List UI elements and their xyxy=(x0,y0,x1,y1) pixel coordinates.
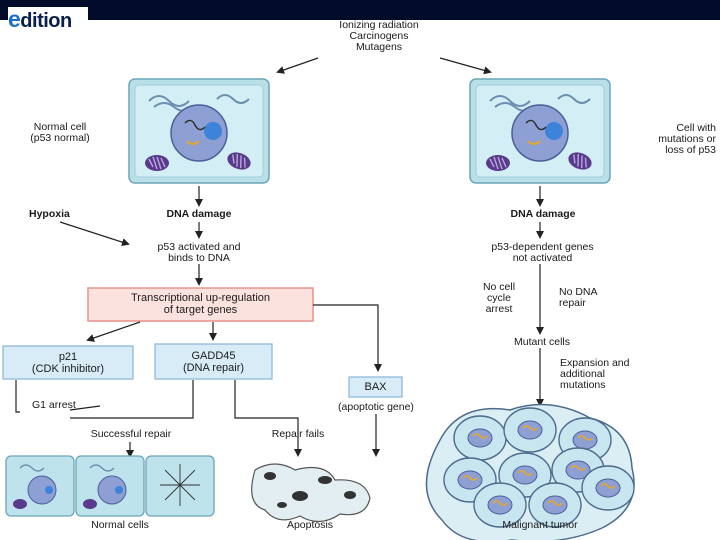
no-repair-line-2: repair xyxy=(559,297,586,309)
p21-line-2: (CDK inhibitor) xyxy=(31,363,105,375)
expansion-line-1: Expansion and xyxy=(560,357,630,369)
expansion-line-3: mutations xyxy=(560,379,606,391)
mutant-cell-line-3: loss of p53 xyxy=(665,144,716,156)
gadd45-line-1: GADD45 xyxy=(191,350,236,362)
logo-text: dition xyxy=(20,10,72,32)
p53-dependent-line-2: not activated xyxy=(512,252,573,264)
no-repair-label: No DNA repair xyxy=(559,287,598,309)
transcription-box xyxy=(87,287,314,322)
agents-line-2: Carcinogens xyxy=(349,30,409,42)
normal-cell-label: Normal cell (p53 normal) xyxy=(18,122,102,144)
p21-text: p21 (CDK inhibitor) xyxy=(3,351,133,375)
arrow-agents-mutant xyxy=(439,57,492,75)
line-gadd45-merge xyxy=(70,380,194,419)
apoptosis-label: Apoptosis xyxy=(286,519,334,531)
repair-fails-label: Repair fails xyxy=(271,428,325,440)
agents-label: Ionizing radiation Carcinogens Mutagens xyxy=(318,20,440,53)
arrow-to-p21 xyxy=(86,321,141,342)
mutant-cells-label: Mutant cells xyxy=(513,336,571,348)
g1-arrest-label: G1 arrest xyxy=(32,399,76,411)
arrow-repair-fails xyxy=(234,380,302,457)
dna-damage-left-label: DNA damage xyxy=(166,208,232,220)
malignant-tumor-illustration xyxy=(425,403,635,540)
line-g1-continue xyxy=(69,405,101,411)
gadd45-line-2: (DNA repair) xyxy=(182,362,245,374)
no-arrest-line-3: arrest xyxy=(485,303,513,315)
normal-cell-2 xyxy=(75,455,145,517)
transcription-line-2: of target genes xyxy=(163,304,238,316)
transcription-text: Transcriptional up-regulation of target … xyxy=(88,292,313,316)
normal-cell-line-2: (p53 normal) xyxy=(30,132,90,144)
mutant-cell-illustration xyxy=(470,79,610,183)
p53-dependent-line-1: p53-dependent genes xyxy=(491,241,594,253)
bax-sub-label: (apoptotic gene) xyxy=(338,401,414,413)
bax-box xyxy=(348,376,403,398)
dividing-cell xyxy=(145,455,215,517)
agents-line-1: Ionizing radiation xyxy=(339,19,419,31)
agents-line-3: Mutagens xyxy=(355,41,403,53)
p53-activated-line-2: binds to DNA xyxy=(168,252,230,264)
arrow-agents-normal xyxy=(276,57,319,74)
successful-repair-label: Successful repair xyxy=(90,428,172,440)
mutant-cell-label: Cell with mutations or loss of p53 xyxy=(628,123,716,156)
p53-activated-line-1: p53 activated and xyxy=(157,241,241,253)
malignant-tumor-label: Malignant tumor xyxy=(502,519,578,531)
expansion-line-2: additional xyxy=(560,368,605,380)
gadd45-text: GADD45 (DNA repair) xyxy=(155,350,272,374)
no-arrest-line-2: cycle xyxy=(487,292,511,304)
expansion-label: Expansion and additional mutations xyxy=(560,358,629,391)
no-arrest-label: No cell cycle arrest xyxy=(472,282,526,315)
hypoxia-label: Hypoxia xyxy=(29,208,70,220)
transcription-line-1: Transcriptional up-regulation xyxy=(131,292,270,304)
normal-cell-line-1: Normal cell xyxy=(33,121,87,133)
edition-logo: edition xyxy=(8,7,88,32)
no-repair-line-1: No DNA xyxy=(559,286,598,298)
no-arrest-line-1: No cell xyxy=(482,281,516,293)
p53-dependent-label: p53-dependent genes not activated xyxy=(465,242,620,264)
normal-cell-1 xyxy=(5,455,75,517)
p53-activated-label: p53 activated and binds to DNA xyxy=(134,242,264,264)
dna-damage-right-label: DNA damage xyxy=(510,208,576,220)
arrow-hypoxia-p53 xyxy=(59,221,130,246)
arrow-to-bax xyxy=(313,304,382,372)
gadd45-box xyxy=(154,343,273,380)
line-p21-g1 xyxy=(15,380,20,413)
mutant-cell-line-1: Cell with xyxy=(676,122,716,134)
p21-line-1: p21 xyxy=(58,351,78,363)
normal-cells-label: Normal cells xyxy=(91,519,149,531)
apoptotic-bodies xyxy=(251,463,371,523)
normal-cell-illustration xyxy=(129,79,269,183)
header-bar xyxy=(0,0,720,20)
bax-text: BAX xyxy=(364,381,387,393)
mutant-cell-line-2: mutations or xyxy=(658,133,716,145)
p21-box xyxy=(2,345,134,380)
logo-letter: e xyxy=(8,6,21,32)
